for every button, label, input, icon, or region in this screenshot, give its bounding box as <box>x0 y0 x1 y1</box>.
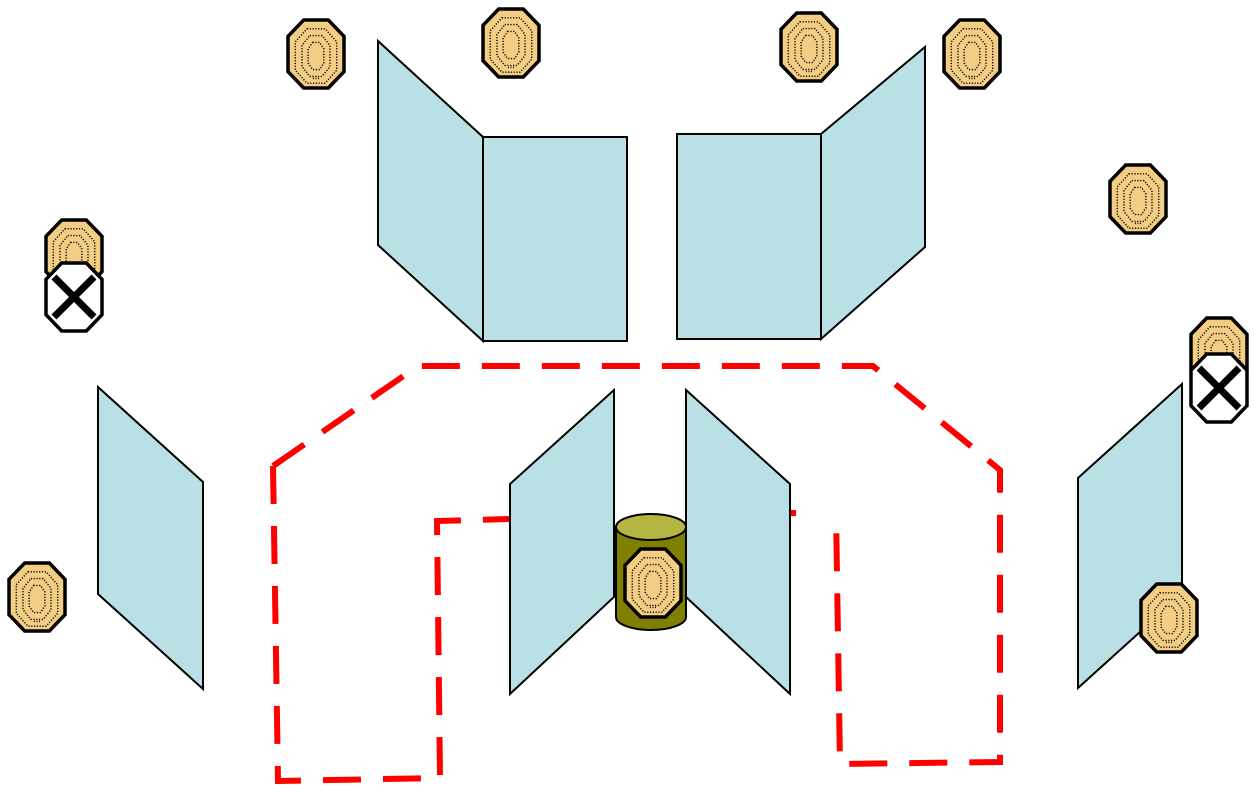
target-top-4 <box>944 20 1000 88</box>
target-right-lower <box>1141 584 1197 652</box>
no-shoot-right <box>1191 354 1247 422</box>
wall-panel-top-left-wing <box>378 41 483 341</box>
target-on-barrel <box>625 549 681 617</box>
wall-panel-top-right-front <box>677 134 821 339</box>
target-top-2 <box>483 9 539 77</box>
barrel-lid <box>616 514 686 540</box>
wall-panel-center-right <box>686 390 790 694</box>
wall-panel-far-left <box>98 387 203 689</box>
target-right-upper <box>1110 165 1166 233</box>
wall-panel-center-left <box>510 390 614 694</box>
target-top-3 <box>781 13 837 81</box>
no-shoot-left <box>46 263 102 331</box>
wall-panel-top-left-front <box>483 137 627 341</box>
target-left-lower <box>9 563 65 631</box>
wall-panel-top-right-wing <box>821 47 925 339</box>
target-top-1 <box>288 20 344 88</box>
